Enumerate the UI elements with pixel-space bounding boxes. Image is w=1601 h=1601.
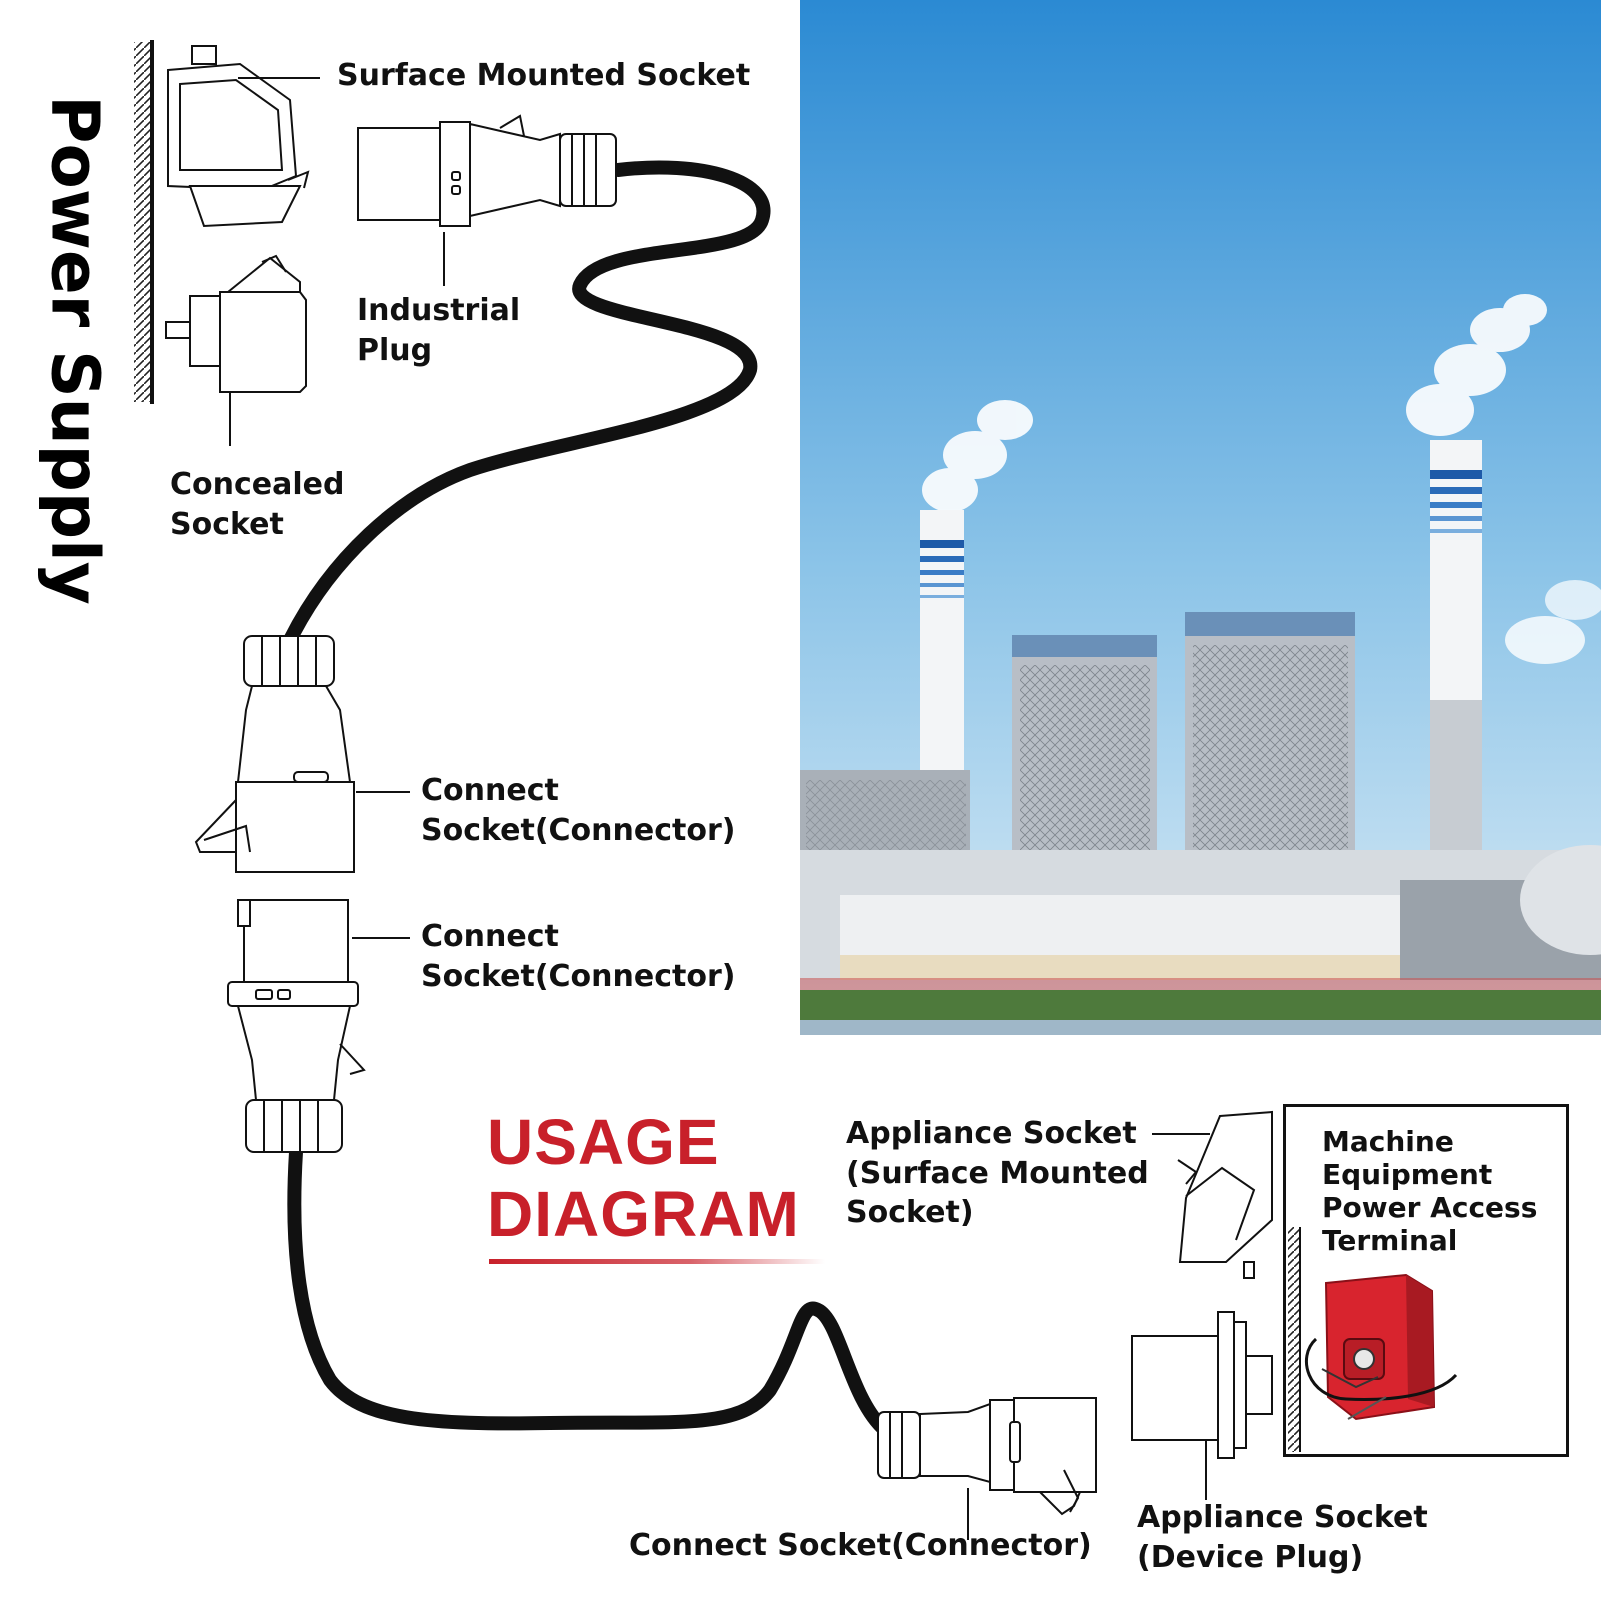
connect-socket-label: Connect Socket(Connector) xyxy=(421,773,736,848)
surface-mounted-socket-drawing xyxy=(167,45,320,228)
usage-diagram-heading: USAGE DIAGRAM xyxy=(487,1106,800,1251)
chimney xyxy=(920,440,1482,920)
red-machine xyxy=(1305,1273,1458,1421)
power-plant-photo xyxy=(800,0,1601,1035)
connect-socket-drawing xyxy=(194,635,410,873)
machine-illustration xyxy=(1288,1227,1458,1452)
industrial-plug-label: Industrial Plug xyxy=(357,293,521,368)
surface-mounted-socket-label: Surface Mounted Socket xyxy=(337,58,751,93)
heading-line-2: DIAGRAM xyxy=(487,1178,800,1251)
concealed-socket-drawing xyxy=(165,254,307,446)
smoke-plume xyxy=(922,294,1547,512)
connect-socket-label-2: Connect Socket(Connector) xyxy=(421,919,736,994)
appliance-surface-socket-drawing xyxy=(1152,1110,1273,1279)
bottom-connect-socket-label: Connect Socket(Connector) xyxy=(629,1528,1092,1563)
heading-underline xyxy=(489,1259,825,1264)
appliance-device-plug-label: Appliance Socket (Device Plug) xyxy=(1137,1500,1428,1575)
connect-plug-drawing xyxy=(227,899,410,1153)
bottom-connect-socket-drawing xyxy=(877,1397,1097,1540)
heading-line-1: USAGE xyxy=(487,1106,720,1178)
boiler-tower xyxy=(1012,612,1355,882)
machine-terminal-label: Machine Equipment Power Access Terminal xyxy=(1322,1125,1538,1258)
appliance-device-plug-drawing xyxy=(1131,1311,1273,1500)
power-cable xyxy=(287,1145,892,1437)
concealed-socket-label: Concealed Socket xyxy=(170,467,345,542)
machine-equipment-box: Machine Equipment Power Access Terminal xyxy=(1283,1104,1569,1457)
wall xyxy=(134,40,154,404)
industrial-plug-drawing xyxy=(357,114,617,286)
appliance-surface-socket-label: Appliance Socket (Surface Mounted Socket… xyxy=(846,1116,1149,1231)
plant-buildings xyxy=(800,770,1601,1035)
power-cable xyxy=(283,160,771,647)
